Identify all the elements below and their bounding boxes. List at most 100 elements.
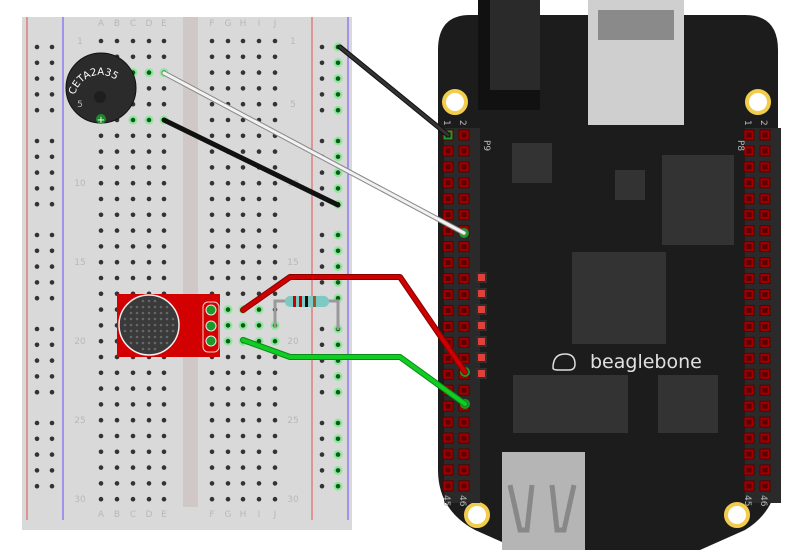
breadboard-hole xyxy=(130,133,136,139)
breadboard-hole xyxy=(256,370,262,376)
led xyxy=(478,306,485,313)
breadboard-hole xyxy=(225,165,231,170)
mic-grill-hole xyxy=(159,323,163,327)
rail-hole xyxy=(34,248,40,254)
header-pin-hole xyxy=(746,260,752,266)
breadboard-hole xyxy=(225,307,231,312)
breadboard-hole xyxy=(114,180,120,186)
mic-grill-hole xyxy=(153,329,157,333)
breadboard-hole xyxy=(146,496,152,502)
mic-grill-hole xyxy=(129,311,133,315)
breadboard-hole xyxy=(225,323,231,328)
mic-grill-hole xyxy=(153,341,157,345)
wire-white-signal[interactable] xyxy=(162,71,466,235)
rail-hole xyxy=(319,342,325,348)
breadboard-hole xyxy=(256,54,262,60)
rail-hole xyxy=(49,44,55,50)
mic-grill-hole xyxy=(147,335,151,339)
header-pin-hole xyxy=(762,148,768,154)
breadboard-hole xyxy=(272,38,278,44)
breadboard-hole xyxy=(130,370,136,376)
breadboard-hole xyxy=(146,149,152,154)
breadboard-hole xyxy=(272,275,278,281)
header-pin-hole xyxy=(461,132,467,138)
header-pin-hole xyxy=(762,132,768,138)
header-pin-hole xyxy=(762,164,768,170)
rail-hole xyxy=(34,201,40,207)
wire-black-buzzer[interactable] xyxy=(161,117,341,208)
breadboard-hole xyxy=(161,38,167,44)
mic-grill-hole xyxy=(165,329,169,333)
header-pin-hole xyxy=(461,212,467,218)
breadboard-hole xyxy=(209,149,215,154)
header-pin-hole xyxy=(762,371,768,377)
breadboard-hole xyxy=(161,212,167,218)
wire-green-signal[interactable] xyxy=(241,338,467,406)
rail-hole xyxy=(34,154,40,160)
mic-grill-hole xyxy=(165,311,169,315)
mic-grill-hole xyxy=(135,317,139,321)
chip xyxy=(615,170,645,200)
wire-red-power[interactable] xyxy=(241,275,467,374)
breadboard-hole xyxy=(161,149,167,154)
rail-hole xyxy=(319,107,325,113)
header-pin-hole xyxy=(445,371,451,377)
column-letter: H xyxy=(240,19,247,29)
pin-label-2: 2 xyxy=(457,120,467,126)
breadboard-hole xyxy=(161,54,167,60)
rail-hole xyxy=(335,374,341,379)
mic-grill-hole xyxy=(123,329,127,333)
header-pin-hole xyxy=(746,355,752,361)
mic-grill-hole xyxy=(171,329,175,333)
breadboard-hole xyxy=(225,496,231,502)
breadboard-hole xyxy=(240,323,246,328)
header-pin-hole xyxy=(762,419,768,425)
breadboard-hole xyxy=(240,386,246,391)
mic-grill-hole xyxy=(141,335,145,339)
header-pin-hole xyxy=(746,196,752,202)
mic-grill-hole xyxy=(129,317,133,321)
rail-hole xyxy=(49,374,55,379)
breadboard-hole xyxy=(240,86,246,91)
mic-grill-hole xyxy=(129,341,133,345)
pin-label-2: 2 xyxy=(758,120,768,126)
mic-grill-hole xyxy=(141,299,145,303)
header-pin-hole xyxy=(762,403,768,409)
breadboard-hole xyxy=(161,259,167,265)
breadboard-hole xyxy=(256,402,262,407)
breadboard-hole xyxy=(209,117,215,123)
breadboard-hole xyxy=(225,70,231,75)
breadboard-hole xyxy=(272,386,278,391)
rail-hole xyxy=(34,342,40,348)
header-pin-hole xyxy=(746,132,752,138)
buzzer: + CETA2A35 xyxy=(65,52,137,126)
breadboard-hole xyxy=(146,101,152,107)
breadboard-hole xyxy=(256,101,262,107)
resistor xyxy=(273,296,340,330)
header-pin-hole xyxy=(762,307,768,313)
mic-grill-hole xyxy=(141,311,145,315)
rail-hole xyxy=(335,138,341,144)
header-pin-hole xyxy=(762,483,768,489)
resistor-band xyxy=(299,296,302,307)
breadboard-hole xyxy=(209,180,215,186)
rail-hole xyxy=(49,342,55,348)
resistor-band xyxy=(305,296,308,307)
breadboard-hole xyxy=(98,465,104,470)
mic-grill-hole xyxy=(153,317,157,321)
breadboard-hole xyxy=(130,149,136,154)
breadboard-hole xyxy=(256,417,262,423)
header-pin-hole xyxy=(762,276,768,282)
breadboard-hole xyxy=(98,149,104,154)
breadboard-hole xyxy=(256,259,262,265)
rail-hole xyxy=(49,232,55,238)
wires xyxy=(161,44,468,407)
breadboard-hole xyxy=(209,481,215,486)
mic-grill-hole xyxy=(129,329,133,333)
mic-grill-hole xyxy=(153,299,157,303)
breadboard-hole xyxy=(256,465,262,470)
header-pin-hole xyxy=(762,244,768,250)
breadboard-hole xyxy=(130,465,136,470)
breadboard-hole xyxy=(225,54,231,60)
header-pin-hole xyxy=(746,148,752,154)
